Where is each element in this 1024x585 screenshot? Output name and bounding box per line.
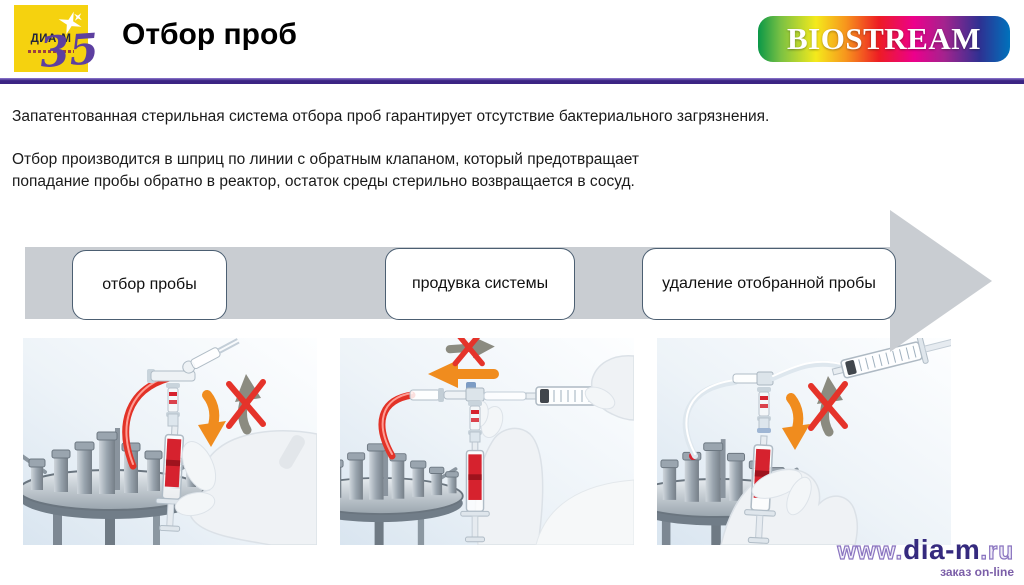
diam-logo-text: ДИА•М [30,33,72,45]
step-box-sample-withdrawal: отбор пробы [72,250,227,320]
photo-step-2-system-purge [340,338,634,545]
step-label: продувка системы [411,275,549,292]
intro-paragraph-2-line-2: попадание пробы обратно в реактор, остат… [12,173,635,190]
header-divider [0,78,1024,84]
footer: www.dia-m.ru заказ on-line [837,534,1014,580]
intro-paragraph-1: Запатентованная стерильная система отбор… [12,108,770,125]
step-box-sample-removal: удаление отобранной пробы [642,248,896,320]
sparkle-icon [58,11,82,35]
biostream-logo-text: BIOSTREAM [787,21,981,56]
diam-logo: ДИА•М [14,5,88,72]
anniversary-35: 35 [38,24,101,77]
biostream-logo: BIOSTREAM [758,16,1010,62]
intro-text: Запатентованная стерильная система отбор… [12,106,1012,193]
url-prefix: www. [837,538,904,565]
page-title: Отбор проб [122,18,297,51]
step-label: отбор пробы [102,276,197,293]
step-label: удаление отобранной пробы [662,275,876,292]
logo-tagline-strip [28,50,74,53]
footer-tagline: заказ on-line [940,565,1014,579]
photo-step-1-sample-withdrawal [23,338,317,545]
url-core: dia-m [903,534,981,565]
dia-m-website-link[interactable]: www.dia-m.ru [837,534,1014,565]
url-suffix: .ru [980,538,1014,565]
intro-paragraph-2-line-1: Отбор производится в шприц по линии с об… [12,151,640,168]
photo-step-3-sample-removal [657,338,951,545]
step-box-system-purge: продувка системы [385,248,575,320]
